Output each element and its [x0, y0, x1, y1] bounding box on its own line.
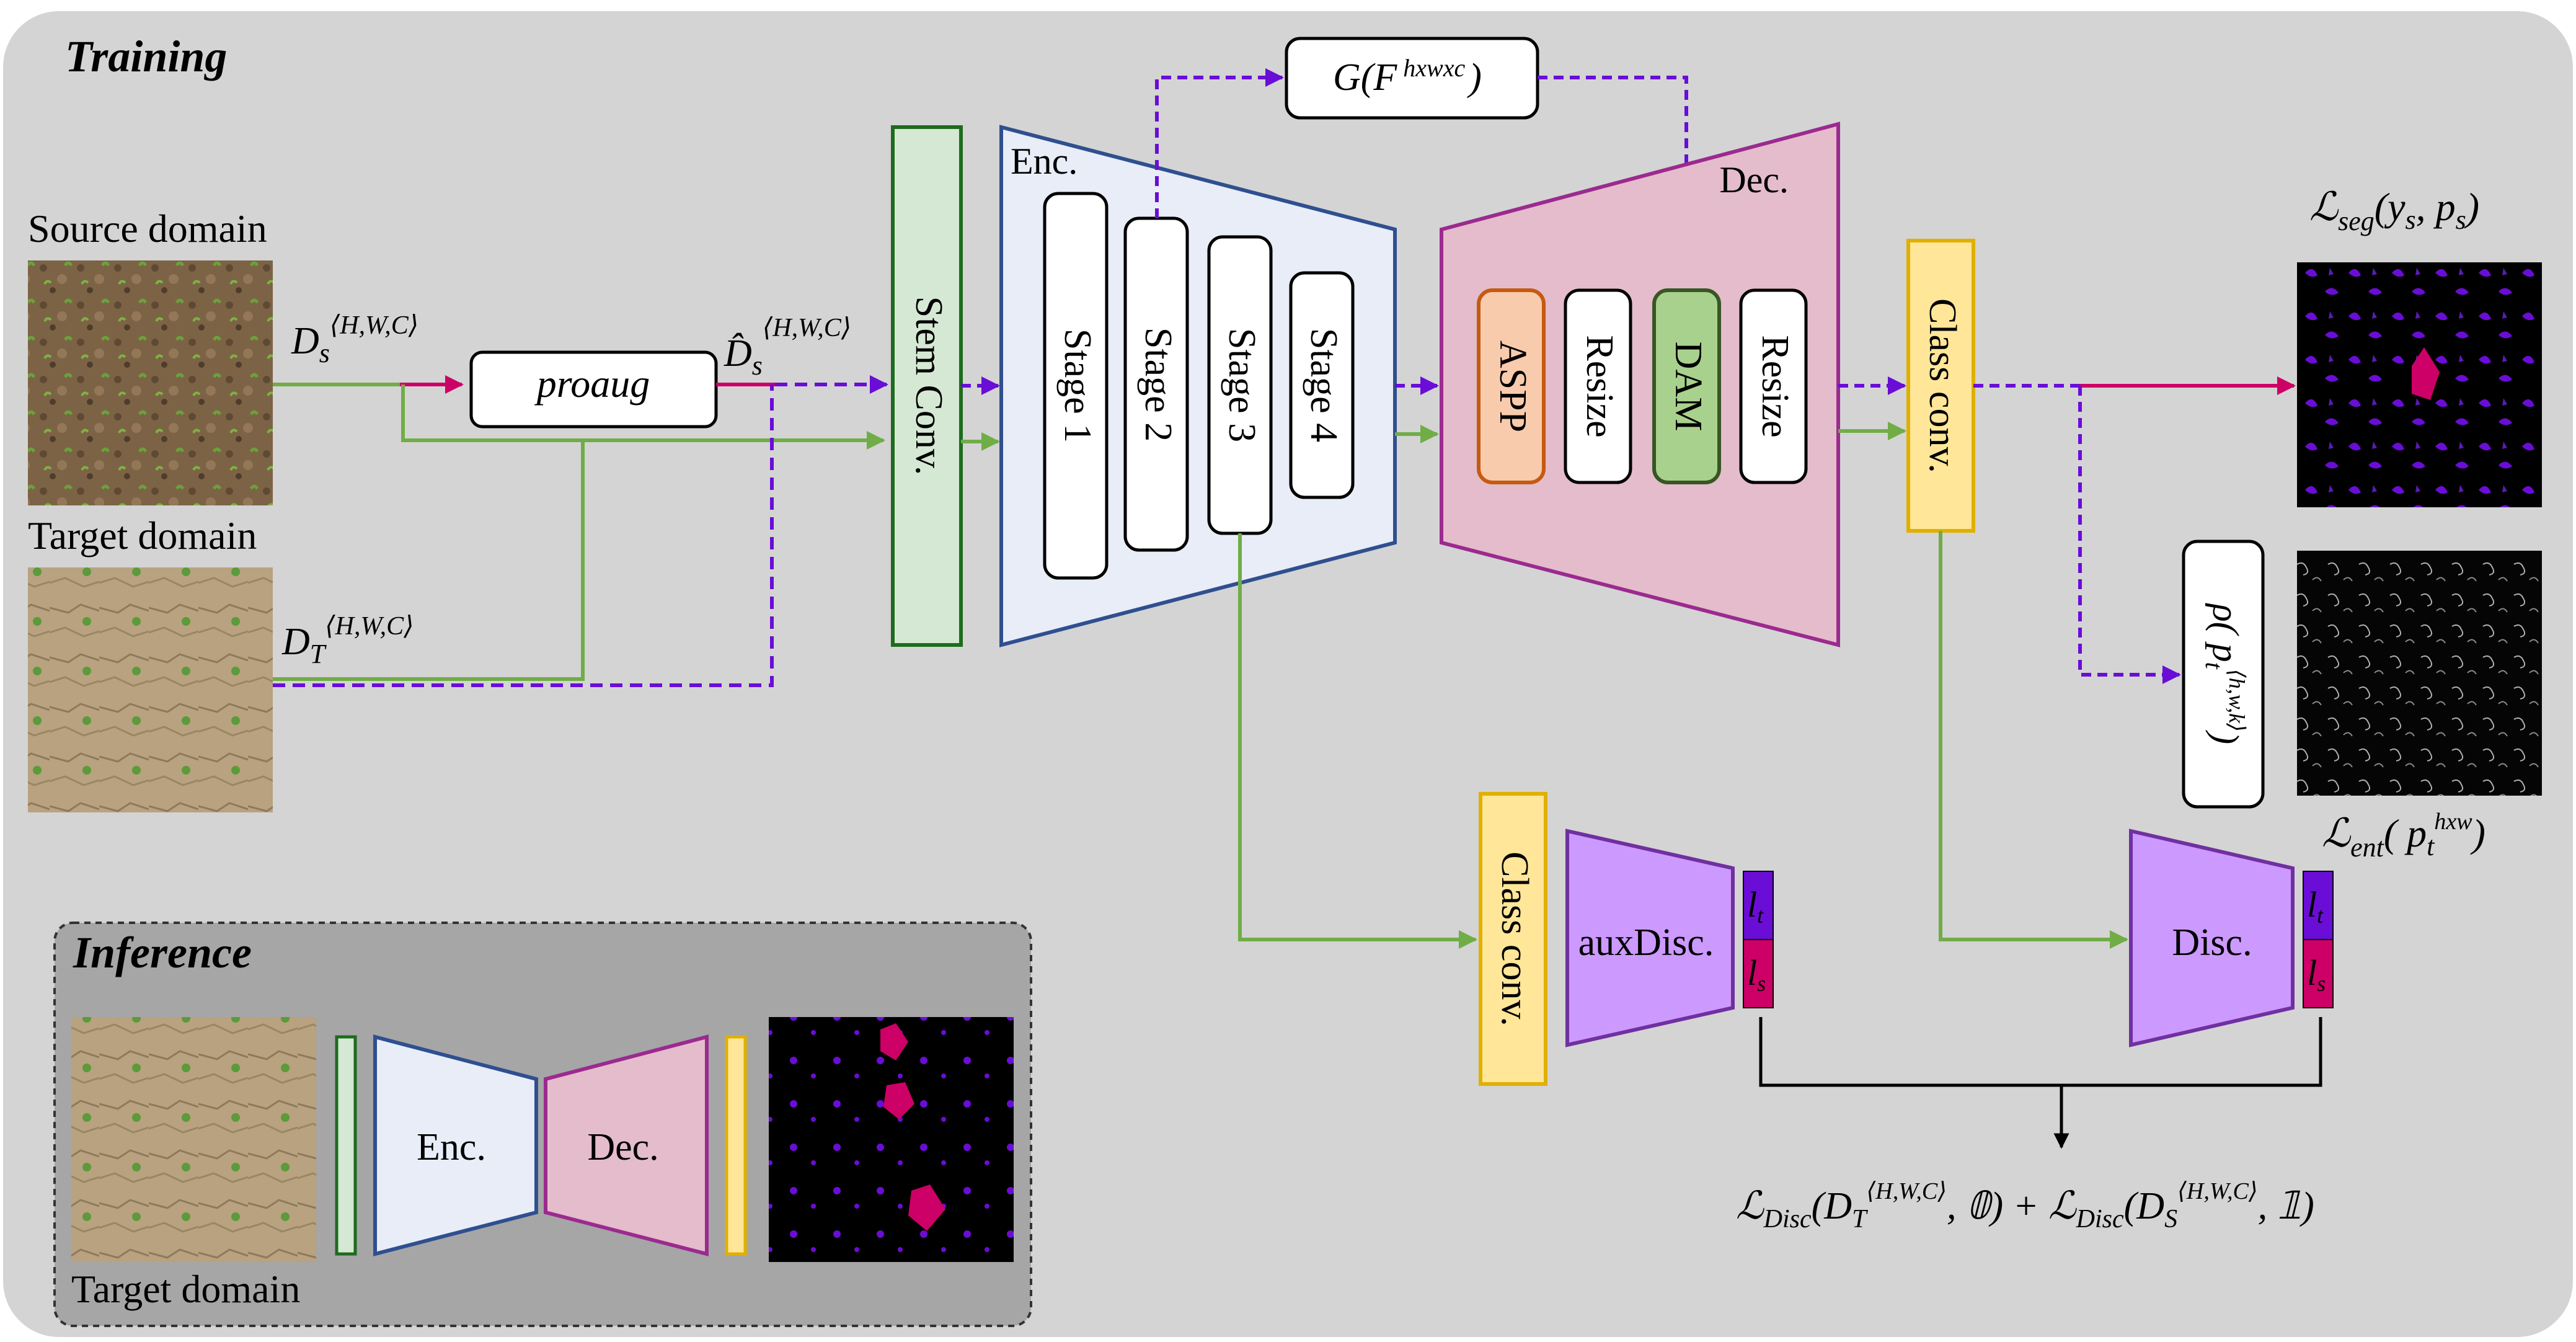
stem-conv-label: Stem Conv. — [908, 296, 950, 476]
resize-2-label: Resize — [1754, 335, 1796, 437]
source-domain-image — [28, 260, 273, 505]
disc-ls-label: ls — [2307, 953, 2326, 996]
stage3-to-aux-arrow — [1238, 533, 1477, 949]
proaug-box — [469, 350, 718, 429]
dam-label: DAM — [1667, 342, 1709, 432]
resize-1-block — [1564, 288, 1632, 484]
inference-output-image — [769, 1017, 1014, 1262]
target-domain-image — [28, 567, 273, 812]
entropy-loss-label: ℒent( pthxw) — [2322, 809, 2485, 863]
disc-ls-cell — [2303, 939, 2334, 1008]
disc-loss-formula: ℒDisc(DT⟨H,W,C⟩, 𝟘) + ℒDisc(DS⟨H,W,C⟩, 𝟙… — [1736, 1178, 2314, 1233]
stage-1-label: Stage 1 — [1056, 329, 1099, 443]
encoder-label: Enc. — [1011, 141, 1078, 182]
seg-loss-label: ℒseg(ys, ps) — [2309, 185, 2479, 236]
class-to-disc-arrow — [1939, 531, 2128, 949]
inference-encoder-label: Enc. — [417, 1126, 486, 1168]
inference-output-highlight-3 — [908, 1184, 945, 1231]
training-title: Training — [65, 32, 227, 81]
class-conv-aux-label: Class conv. — [1494, 851, 1536, 1026]
source-domain-label: Source domain — [28, 207, 267, 251]
aux-lt-label: lt — [1747, 884, 1764, 928]
inference-decoder-label: Dec. — [587, 1126, 658, 1168]
inference-input-image — [71, 1017, 316, 1262]
g-to-dam-arrow — [1538, 76, 1696, 287]
aux-ls-label: ls — [1747, 953, 1766, 996]
ds-label: Ds⟨H,W,C⟩ — [291, 311, 418, 368]
class-to-rho-arrow — [2078, 386, 2181, 684]
inference-decoder — [544, 1034, 709, 1256]
target-domain-label: Target domain — [28, 513, 257, 558]
aux-ls-cell — [1743, 939, 1774, 1008]
inference-title: Inference — [73, 928, 252, 977]
segmentation-highlight — [2412, 347, 2440, 400]
inference-target-domain-label: Target domain — [71, 1267, 300, 1311]
decoder-block — [1440, 122, 1840, 647]
stage-2-label: Stage 2 — [1137, 327, 1179, 442]
disc-label: Disc. — [2172, 922, 2252, 964]
proaug-label: proaug — [534, 362, 650, 406]
aspp-block — [1477, 288, 1546, 484]
inference-output-highlight-2 — [883, 1082, 914, 1119]
resize-1-label: Resize — [1578, 335, 1621, 437]
stage-1-block — [1043, 192, 1109, 580]
target-green-path — [273, 440, 585, 681]
loss-bracket — [1759, 1017, 2322, 1087]
class-conv-aux-block — [1479, 792, 1547, 1086]
inference-output-highlight-1 — [880, 1023, 908, 1060]
rho-box — [2182, 540, 2265, 809]
ds-hat-label: D̂s⟨H,W,C⟩ — [724, 314, 851, 381]
stage-4-block — [1289, 271, 1355, 499]
aux-disc-label: auxDisc. — [1578, 922, 1714, 964]
class-conv-main-label: Class conv. — [1921, 298, 1963, 473]
disc-block — [2129, 829, 2295, 1047]
source-bypass-green — [401, 384, 885, 450]
disc-lt-cell — [2303, 871, 2334, 940]
rho-label: ρ( pt⟨h,w,k⟩) — [2200, 603, 2249, 744]
stem-conv-block — [891, 125, 963, 647]
aspp-label: ASPP — [1492, 340, 1534, 432]
disc-lt-label: lt — [2307, 884, 2324, 928]
target-purple-dashed — [273, 384, 774, 687]
dt-label: DT⟨H,W,C⟩ — [281, 612, 414, 669]
aux-lt-cell — [1743, 871, 1774, 940]
inference-class-conv — [725, 1035, 747, 1256]
resize-2-block — [1739, 288, 1808, 484]
stage-4-label: Stage 4 — [1303, 328, 1345, 442]
decoder-label: Dec. — [1719, 159, 1789, 200]
dam-block — [1652, 288, 1721, 484]
inference-stem-conv — [335, 1035, 357, 1256]
entropy-map-image — [2297, 551, 2542, 796]
aux-disc-block — [1565, 829, 1735, 1047]
inference-encoder — [373, 1034, 538, 1256]
stage-3-label: Stage 3 — [1221, 328, 1263, 442]
